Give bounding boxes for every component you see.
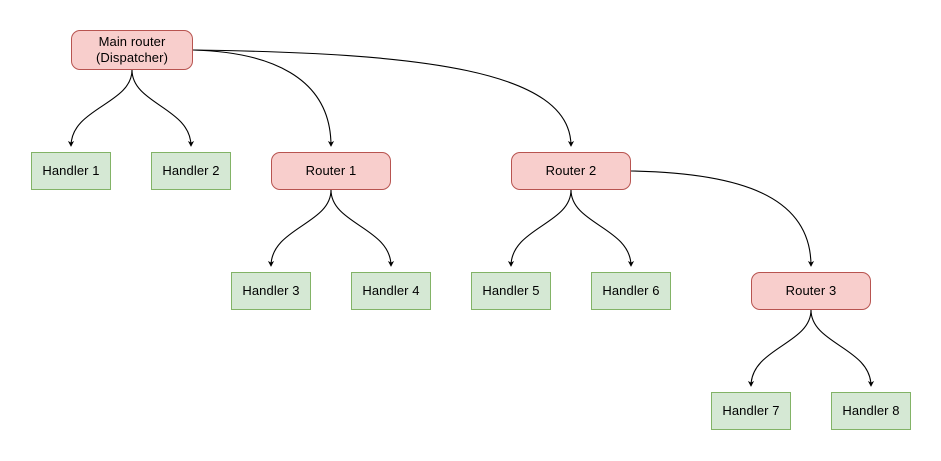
- node-label: Handler 7: [722, 403, 780, 418]
- node-label: Handler 8: [842, 403, 900, 418]
- edge-main-router-to-handler-1: [67, 69, 133, 147]
- node-label: Router 2: [545, 163, 597, 178]
- edge-router-1-to-handler-4: [330, 189, 395, 267]
- edge-router-3-to-handler-7: [747, 309, 812, 387]
- edge-router-2-to-router-3: [630, 170, 815, 267]
- node-router-2[interactable]: Router 2: [511, 152, 631, 190]
- node-main-router[interactable]: Main router (Dispatcher): [71, 30, 193, 70]
- node-label: Router 3: [785, 283, 837, 298]
- node-label: Handler 4: [362, 283, 420, 298]
- node-label: Handler 5: [482, 283, 540, 298]
- node-handler-2[interactable]: Handler 2: [151, 152, 231, 190]
- edge-router-2-to-handler-6: [570, 189, 635, 267]
- node-handler-1[interactable]: Handler 1: [31, 152, 111, 190]
- node-handler-5[interactable]: Handler 5: [471, 272, 551, 310]
- node-router-1[interactable]: Router 1: [271, 152, 391, 190]
- edge-main-router-to-router-1: [192, 49, 335, 147]
- edge-main-router-to-handler-2: [131, 69, 195, 147]
- node-handler-6[interactable]: Handler 6: [591, 272, 671, 310]
- edge-router-2-to-handler-5: [507, 189, 572, 267]
- edge-router-3-to-handler-8: [810, 309, 875, 387]
- node-handler-3[interactable]: Handler 3: [231, 272, 311, 310]
- node-handler-7[interactable]: Handler 7: [711, 392, 791, 430]
- node-label: Handler 6: [602, 283, 660, 298]
- node-handler-4[interactable]: Handler 4: [351, 272, 431, 310]
- node-label: Handler 2: [162, 163, 220, 178]
- node-label: Main router (Dispatcher): [96, 34, 168, 65]
- edges-group: [67, 49, 875, 387]
- edge-router-1-to-handler-3: [267, 189, 332, 267]
- node-label: Router 1: [305, 163, 357, 178]
- node-label: Handler 3: [242, 283, 300, 298]
- node-router-3[interactable]: Router 3: [751, 272, 871, 310]
- node-handler-8[interactable]: Handler 8: [831, 392, 911, 430]
- edge-main-router-to-router-2: [192, 49, 575, 147]
- node-label: Handler 1: [42, 163, 100, 178]
